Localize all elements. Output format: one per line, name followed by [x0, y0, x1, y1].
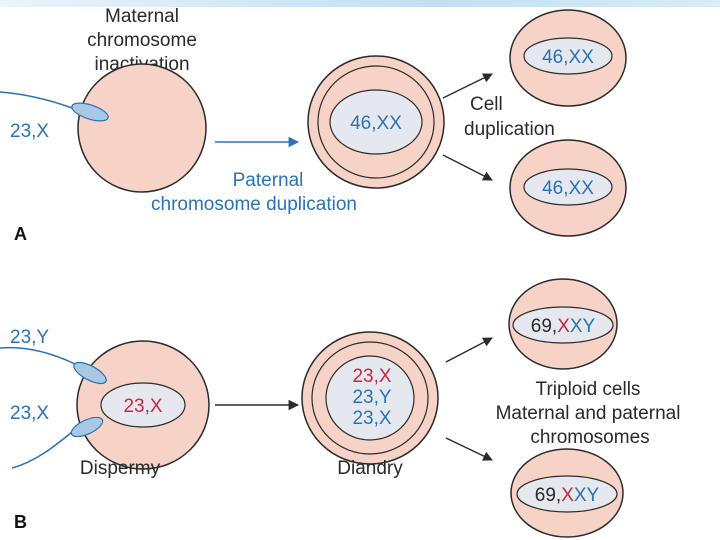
sperm2-tail: [11, 431, 73, 469]
arrow-to-triploid-top: [445, 337, 493, 363]
triploid-bottom-blue: XY: [574, 485, 600, 506]
panel-a-title-line2: chromosome: [87, 30, 197, 51]
triploid-top-prefix: 69,: [531, 316, 557, 337]
dispermy-egg-nucleus: [100, 382, 186, 428]
triploid-bottom-label: 69,XXY: [535, 485, 600, 506]
zygote-nucleus: [329, 89, 423, 155]
split-label-line1: Cell: [470, 94, 503, 115]
panel-b-label: B: [14, 512, 27, 532]
sperm2-head: [70, 416, 104, 438]
dispermy-egg-nucleus-label: 23,X: [123, 396, 162, 417]
triploid-top-label: 69,XXY: [531, 316, 596, 337]
panel-a-title-line1: Maternal: [105, 6, 179, 27]
daughter-bottom-label: 46,XX: [542, 178, 594, 199]
sperm-label: 23,X: [10, 121, 49, 142]
panel-b: 23,X 23,Y 23,X Dispermy 23,X 23,Y 23,X D…: [0, 278, 681, 538]
sperm-tail: [0, 91, 73, 109]
diandry-line3: 23,X: [352, 408, 391, 429]
sperm1-head: [73, 361, 107, 385]
arrow-label-line1: Paternal: [233, 170, 304, 191]
daughter-top-nucleus: [523, 37, 613, 75]
arrow-label-line2: chromosome duplication: [151, 194, 357, 215]
diandry-caption: Diandry: [337, 458, 403, 479]
sperm-head: [71, 102, 109, 122]
diandry-zygote-nucleus: [325, 355, 415, 441]
daughter-top-label: 46,XX: [542, 47, 594, 68]
triploid-bottom-prefix: 69,: [535, 485, 561, 506]
daughter-bottom-nucleus: [523, 168, 613, 206]
triploid-top-nucleus: [512, 306, 614, 344]
arrow-to-daughter-top: [442, 73, 493, 99]
sperm1-label: 23,Y: [10, 327, 49, 348]
arrow-to-daughter-bottom: [442, 154, 493, 181]
sperm1-tail: [0, 346, 76, 365]
dispermy-caption: Dispermy: [80, 458, 161, 479]
zygote-nucleus-label: 46,XX: [350, 113, 402, 134]
egg-cell: [77, 63, 207, 193]
zygote-membrane: [317, 65, 435, 179]
triploid-top-blue: XY: [570, 316, 596, 337]
diandry-line1: 23,X: [352, 366, 391, 387]
split-label-line2: duplication: [464, 119, 555, 140]
panel-a-label: A: [14, 224, 27, 244]
panel-a: Maternal chromosome inactivation 23,X Pa…: [0, 6, 627, 244]
triploid-bottom-nucleus: [516, 475, 618, 513]
triploid-label-line3: chromosomes: [530, 427, 649, 448]
arrow-to-triploid-bottom: [445, 437, 493, 461]
sperm2-label: 23,X: [10, 403, 49, 424]
triploid-label-line2: Maternal and paternal: [496, 403, 681, 424]
diandry-zygote-membrane: [311, 341, 429, 455]
triploid-top-red: X: [557, 316, 570, 337]
triploid-bottom-red: X: [561, 485, 574, 506]
top-color-band: [0, 0, 720, 7]
diandry-line2: 23,Y: [352, 387, 391, 408]
triploid-label-line1: Triploid cells: [536, 379, 641, 400]
